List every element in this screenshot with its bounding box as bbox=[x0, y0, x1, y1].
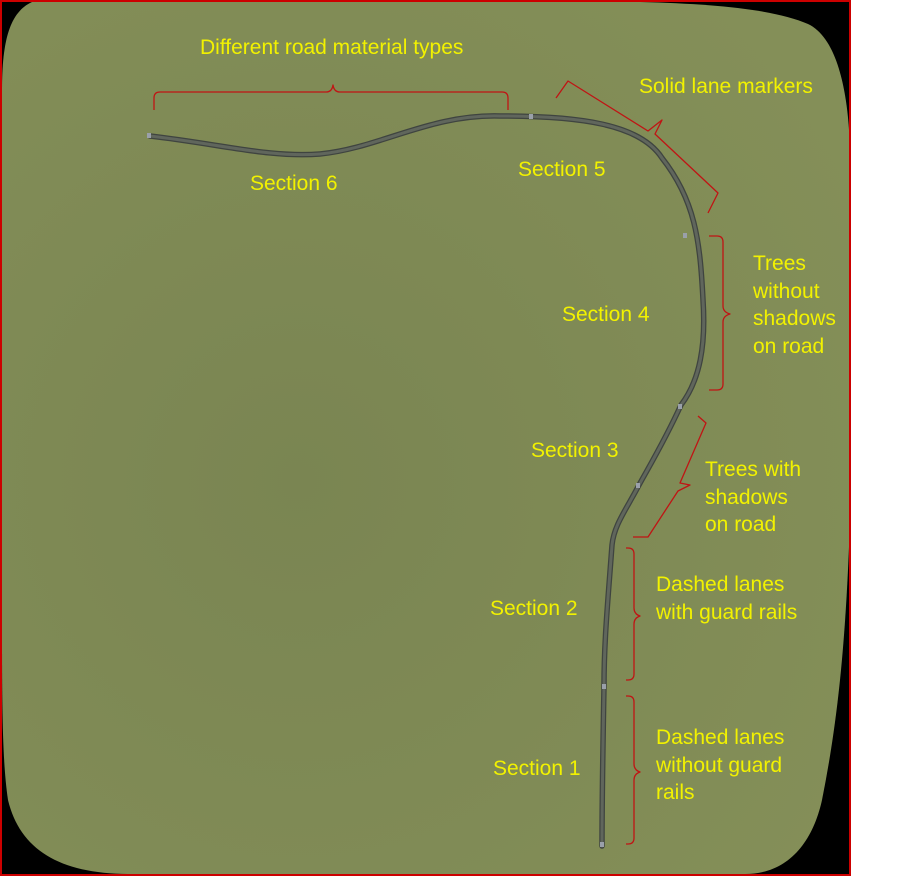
annotation-line: Dashed lanes bbox=[656, 573, 785, 596]
guard-rails-brace bbox=[626, 547, 641, 681]
annotation-line: shadows bbox=[705, 485, 788, 509]
section-boundary-marker bbox=[602, 684, 606, 689]
section-6-label: Section 6 bbox=[250, 172, 338, 195]
section-1-label: Section 1 bbox=[493, 757, 581, 780]
guard-rails-annotation: Dashed lanes with guard rails bbox=[656, 571, 797, 626]
no-shadows-brace bbox=[709, 235, 731, 391]
road-endpoint-marker bbox=[147, 133, 151, 138]
annotation-line: on road bbox=[753, 334, 825, 358]
annotation-line: with guard rails bbox=[656, 600, 798, 624]
annotation-line: Trees with bbox=[705, 458, 802, 481]
shadows-annotation: Trees with shadows on road bbox=[705, 456, 801, 539]
annotation-line: shadows bbox=[753, 307, 836, 330]
no-shadows-annotation: Trees without shadows on road bbox=[753, 250, 836, 360]
section-4-label: Section 4 bbox=[562, 303, 650, 326]
materials-annotation: Different road material types bbox=[200, 34, 463, 62]
annotation-line: Different road material types bbox=[200, 36, 464, 59]
materials-brace bbox=[153, 84, 509, 110]
section-2-label: Section 2 bbox=[490, 597, 578, 620]
section-5-label: Section 5 bbox=[518, 158, 606, 181]
no-guard-rails-brace bbox=[626, 695, 641, 845]
annotation-line: on road bbox=[705, 513, 777, 536]
section-3-label: Section 3 bbox=[531, 439, 619, 462]
section-boundary-marker bbox=[678, 404, 682, 409]
section-boundary-marker bbox=[529, 114, 533, 119]
annotation-line: rails bbox=[656, 781, 695, 804]
section-boundary-marker bbox=[683, 233, 687, 238]
annotation-line: Dashed lanes bbox=[656, 726, 785, 749]
road-endpoint-marker bbox=[600, 842, 604, 847]
shadows-brace bbox=[633, 415, 707, 538]
terrain-surface bbox=[2, 2, 850, 874]
annotation-line: without bbox=[753, 279, 820, 303]
solid-lanes-brace bbox=[555, 80, 719, 214]
section-boundary-marker bbox=[636, 483, 640, 488]
annotation-line: Solid lane markers bbox=[639, 75, 813, 98]
no-guard-rails-annotation: Dashed lanes without guard rails bbox=[656, 724, 784, 807]
annotation-line: Trees bbox=[753, 252, 806, 275]
annotation-line: without guard bbox=[656, 753, 783, 777]
diagram-frame bbox=[0, 0, 851, 876]
road bbox=[148, 114, 706, 848]
solid-lanes-annotation: Solid lane markers bbox=[639, 73, 813, 101]
